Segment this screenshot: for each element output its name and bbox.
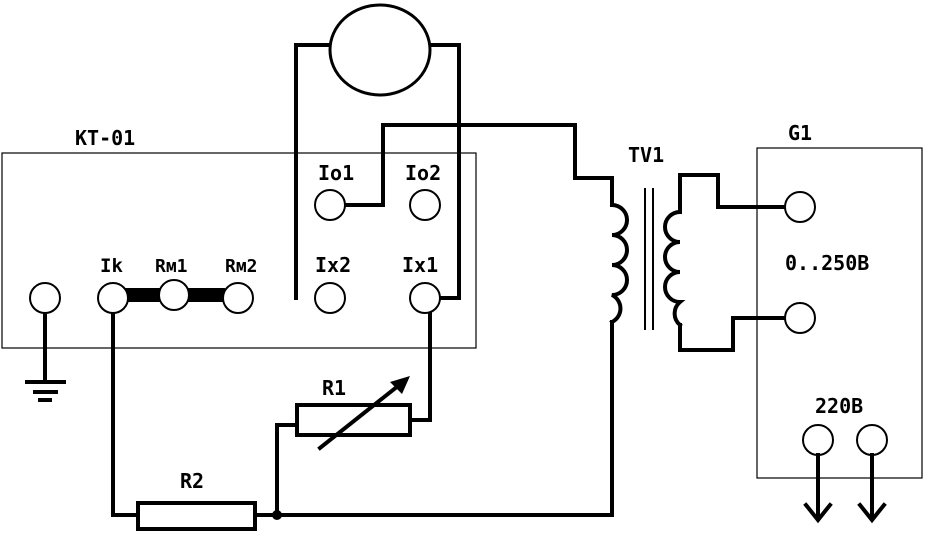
rm2-label: Rм2 bbox=[225, 256, 258, 277]
primary-top-wire bbox=[341, 123, 614, 207]
terminal-ix2[interactable] bbox=[314, 282, 346, 314]
terminal-rm2[interactable] bbox=[222, 282, 254, 314]
terminal-ik[interactable] bbox=[97, 282, 129, 314]
terminal-g1-top[interactable] bbox=[784, 191, 816, 223]
range-label: 0..250В bbox=[785, 251, 869, 275]
ik-label: Ik bbox=[100, 255, 123, 277]
ik-r2-wire bbox=[111, 296, 140, 517]
r1-arrow-head bbox=[390, 376, 410, 394]
rm1-label: Rм1 bbox=[155, 256, 188, 277]
secondary-bottom-wire bbox=[678, 316, 797, 352]
primary-coil bbox=[609, 202, 629, 325]
secondary-top-wire bbox=[678, 173, 797, 214]
r2-resistor bbox=[136, 501, 257, 531]
r2-junction-wire bbox=[253, 423, 299, 517]
rm2-shunt bbox=[185, 288, 225, 302]
terminal-g1-bottom[interactable] bbox=[784, 302, 816, 334]
r1-adjust-arrow bbox=[317, 379, 406, 451]
io2-label: Io2 bbox=[405, 161, 441, 185]
mains-left-arrow bbox=[803, 453, 833, 524]
io1-label: Io1 bbox=[318, 161, 354, 185]
r2-label: R2 bbox=[180, 469, 204, 493]
terminal-io1[interactable] bbox=[314, 189, 346, 221]
terminal-mains-left[interactable] bbox=[802, 424, 834, 456]
g1-label: G1 bbox=[788, 121, 812, 145]
ix1-label: Ix1 bbox=[402, 253, 438, 277]
kt01-box bbox=[1, 152, 477, 349]
mains-label: 220В bbox=[815, 394, 863, 418]
terminal-io2[interactable] bbox=[409, 189, 441, 221]
kt01-label: KT-01 bbox=[75, 126, 135, 150]
return-wire bbox=[275, 320, 614, 517]
r1-ix1-wire bbox=[408, 298, 432, 422]
g1-box bbox=[756, 147, 923, 479]
ix2-label: Ix2 bbox=[315, 253, 351, 277]
mains-right-arrow bbox=[857, 453, 887, 524]
tv1-label: TV1 bbox=[628, 143, 664, 167]
lamp-loop-wire bbox=[294, 43, 461, 300]
lamp bbox=[328, 3, 432, 97]
r1-label: R1 bbox=[322, 376, 346, 400]
rm1-shunt bbox=[125, 288, 163, 302]
terminal-mains-right[interactable] bbox=[856, 424, 888, 456]
terminal-ground[interactable] bbox=[29, 282, 61, 314]
secondary-coil bbox=[663, 209, 686, 328]
terminal-ix1[interactable] bbox=[409, 282, 441, 314]
terminal-rm1[interactable] bbox=[158, 279, 190, 311]
junction-dot bbox=[272, 510, 282, 520]
